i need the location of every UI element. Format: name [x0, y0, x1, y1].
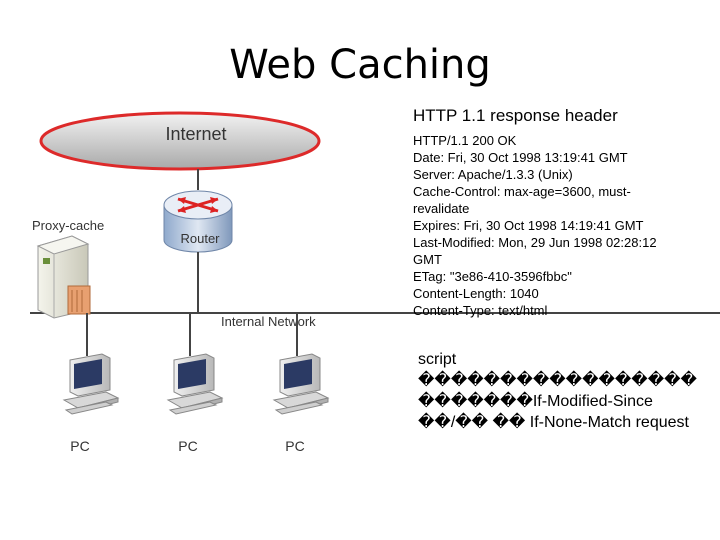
proxy-cache-label: Proxy-cache	[32, 218, 104, 233]
script-line: �������If-Modified-Since	[418, 393, 653, 410]
response-header-block: HTTP/1.1 200 OK Date: Fri, 30 Oct 1998 1…	[413, 132, 673, 319]
script-note: script ����������������� �������If-Modif…	[418, 349, 718, 433]
pc-label: PC	[70, 438, 89, 454]
pc-icon	[166, 353, 224, 415]
response-header-heading: HTTP 1.1 response header	[413, 106, 618, 125]
proxy-server-icon	[36, 235, 91, 319]
header-line: Last-Modified: Mon, 29 Jun 1998 02:28:12…	[413, 235, 657, 267]
header-line: Expires: Fri, 30 Oct 1998 14:19:41 GMT	[413, 218, 644, 233]
script-line: script	[418, 351, 457, 368]
router-label: Router	[180, 231, 220, 246]
pc-label: PC	[178, 438, 197, 454]
script-line: ��/�� �� If-None-Match request	[418, 414, 689, 431]
header-line: Cache-Control: max-age=3600, must-revali…	[413, 184, 631, 216]
pc-icon	[62, 353, 120, 415]
header-line: Server: Apache/1.3.3 (Unix)	[413, 167, 573, 182]
slide-title-text: Web Caching	[229, 42, 491, 88]
script-line: �����������������	[418, 372, 697, 389]
header-line: Content-Type: text/html	[413, 303, 548, 318]
slide-title: Web Caching	[0, 42, 720, 88]
header-line: Date: Fri, 30 Oct 1998 13:19:41 GMT	[413, 150, 628, 165]
internet-cloud: Internet	[39, 111, 321, 171]
header-line: HTTP/1.1 200 OK	[413, 133, 517, 148]
pc-icon	[272, 353, 330, 415]
internet-label: Internet	[165, 124, 226, 144]
header-line: Content-Length: 1040	[413, 286, 539, 301]
internal-network-label: Internal Network	[221, 314, 316, 329]
router-icon: Router	[163, 190, 233, 253]
pc-label: PC	[285, 438, 304, 454]
header-line: ETag: "3e86-410-3596fbbc"	[413, 269, 572, 284]
